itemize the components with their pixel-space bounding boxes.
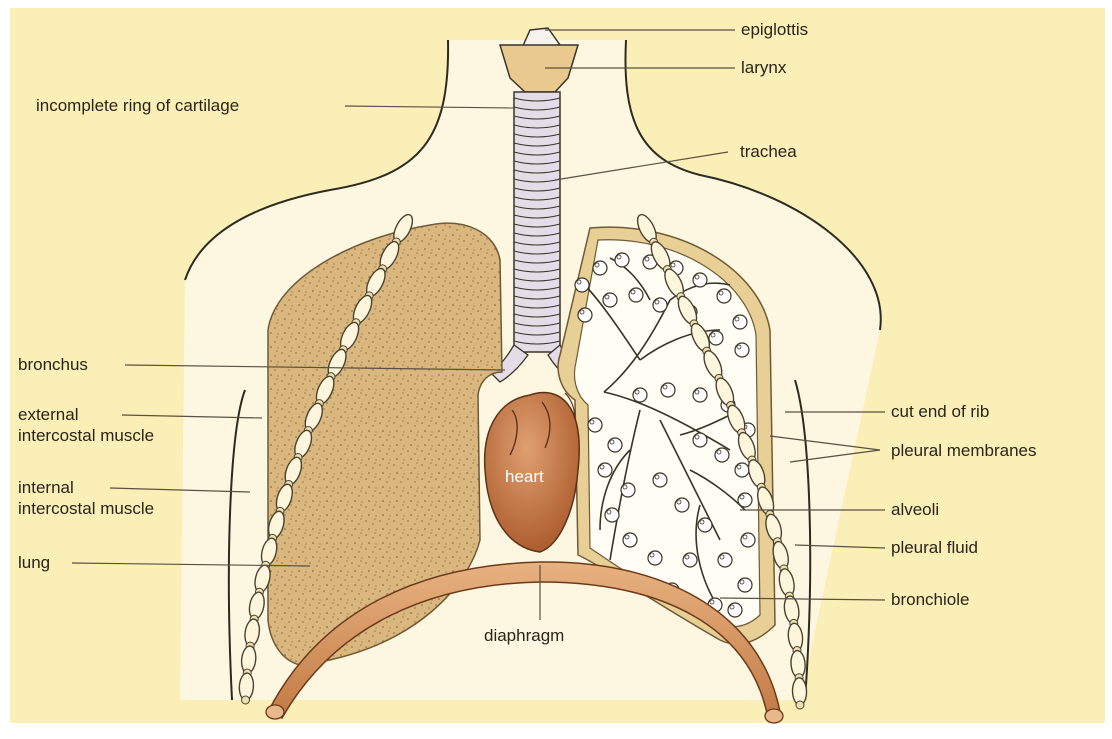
rib-joint [242,696,250,704]
alveolus [693,433,707,447]
label-pleural-fluid: pleural fluid [891,537,978,558]
label-trachea: trachea [740,141,797,162]
alveolus [633,388,647,402]
alveolus [608,438,622,452]
alveolus [728,603,742,617]
alveolus [598,463,612,477]
alveolus [605,508,619,522]
label-heart: heart [505,467,544,487]
alveolus [615,253,629,267]
alveolus [621,483,635,497]
alveolus [698,518,712,532]
label-internal-line2: intercostal muscle [18,498,154,519]
alveolus [735,463,749,477]
alveolus [693,273,707,287]
alveolus [588,418,602,432]
alveolus [738,493,752,507]
trachea [514,92,560,352]
alveolus [575,278,589,292]
alveolus [593,261,607,275]
alveolus [653,473,667,487]
alveolus [578,308,592,322]
alveolus [623,533,637,547]
alveolus [733,315,747,329]
alveolus [603,293,617,307]
label-bronchus: bronchus [18,354,88,375]
alveolus [661,383,675,397]
alveolus [675,498,689,512]
rib-joint [796,701,804,709]
label-external-line2: intercostal muscle [18,425,154,446]
label-lung: lung [18,552,50,573]
label-diaphragm: diaphragm [484,625,564,646]
label-alveoli: alveoli [891,499,939,520]
alveolus [648,551,662,565]
alveolus [709,331,723,345]
alveolus [735,343,749,357]
diaphragm-end-right [765,709,783,723]
diaphragm-end-left [266,705,284,719]
label-bronchiole: bronchiole [891,589,969,610]
label-cut-end-of-rib: cut end of rib [891,401,989,422]
alveolus [738,578,752,592]
label-internal-line1: internal [18,477,74,498]
alveolus [741,533,755,547]
label-epiglottis: epiglottis [741,19,808,40]
alveolus [653,298,667,312]
alveolus [683,553,697,567]
alveolus [718,553,732,567]
label-cartilage: incomplete ring of cartilage [36,95,239,116]
label-pleural-membranes: pleural membranes [891,440,1037,461]
alveolus [693,388,707,402]
label-larynx: larynx [741,57,786,78]
label-external-line1: external [18,404,78,425]
alveolus [717,289,731,303]
alveolus [629,288,643,302]
alveolus [715,448,729,462]
